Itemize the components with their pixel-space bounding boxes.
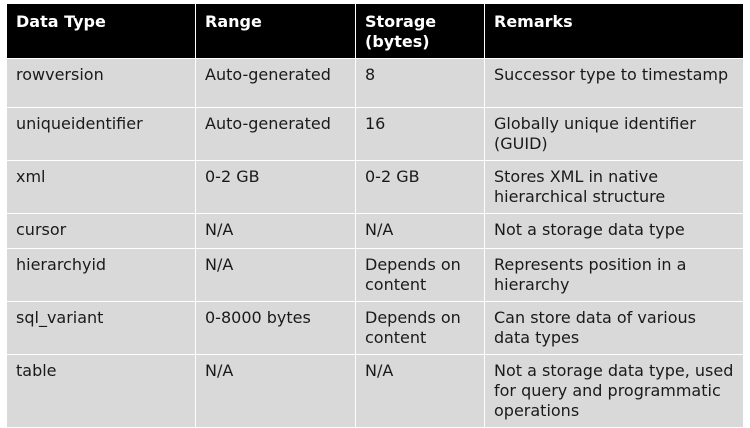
cell-data-type: cursor xyxy=(6,213,196,249)
cell-remarks: Not a storage data type xyxy=(484,213,744,249)
cell-remarks: Represents position in a hierarchy xyxy=(484,248,744,302)
cell-range: Auto-generated xyxy=(195,58,356,108)
header-storage-line1: Storage xyxy=(365,12,437,31)
cell-data-type: uniqueidentifier xyxy=(6,107,196,161)
table-row: table N/A N/A Not a storage data type, u… xyxy=(6,354,744,428)
table-header-row: Data Type Range Storage (bytes) Remarks xyxy=(6,3,744,59)
cell-range: N/A xyxy=(195,213,356,249)
cell-storage: 16 xyxy=(355,107,485,161)
table-row: hierarchyid N/A Depends on content Repre… xyxy=(6,248,744,302)
data-types-table-container: Data Type Range Storage (bytes) Remarks … xyxy=(6,3,744,428)
cell-range: 0-8000 bytes xyxy=(195,301,356,355)
header-remarks: Remarks xyxy=(484,3,744,59)
table-row: xml 0-2 GB 0-2 GB Stores XML in native h… xyxy=(6,160,744,214)
cell-range: N/A xyxy=(195,354,356,428)
cell-remarks: Can store data of various data types xyxy=(484,301,744,355)
table-row: uniqueidentifier Auto-generated 16 Globa… xyxy=(6,107,744,161)
table-row: rowversion Auto-generated 8 Successor ty… xyxy=(6,58,744,108)
data-types-table: Data Type Range Storage (bytes) Remarks … xyxy=(6,3,744,428)
table-row: sql_variant 0-8000 bytes Depends on cont… xyxy=(6,301,744,355)
header-storage-line2: (bytes) xyxy=(365,32,430,51)
cell-data-type: xml xyxy=(6,160,196,214)
cell-data-type: rowversion xyxy=(6,58,196,108)
cell-storage: N/A xyxy=(355,354,485,428)
cell-remarks: Globally unique identifier (GUID) xyxy=(484,107,744,161)
cell-remarks: Stores XML in native hierarchical struct… xyxy=(484,160,744,214)
header-storage: Storage (bytes) xyxy=(355,3,485,59)
cell-range: 0-2 GB xyxy=(195,160,356,214)
cell-storage: 0-2 GB xyxy=(355,160,485,214)
header-data-type: Data Type xyxy=(6,3,196,59)
cell-storage: Depends on content xyxy=(355,248,485,302)
cell-range: N/A xyxy=(195,248,356,302)
table-row: cursor N/A N/A Not a storage data type xyxy=(6,213,744,249)
cell-storage: 8 xyxy=(355,58,485,108)
cell-remarks: Successor type to timestamp xyxy=(484,58,744,108)
header-range: Range xyxy=(195,3,356,59)
cell-storage: N/A xyxy=(355,213,485,249)
cell-storage: Depends on content xyxy=(355,301,485,355)
cell-data-type: table xyxy=(6,354,196,428)
cell-data-type: hierarchyid xyxy=(6,248,196,302)
cell-data-type: sql_variant xyxy=(6,301,196,355)
cell-range: Auto-generated xyxy=(195,107,356,161)
cell-remarks: Not a storage data type, used for query … xyxy=(484,354,744,428)
